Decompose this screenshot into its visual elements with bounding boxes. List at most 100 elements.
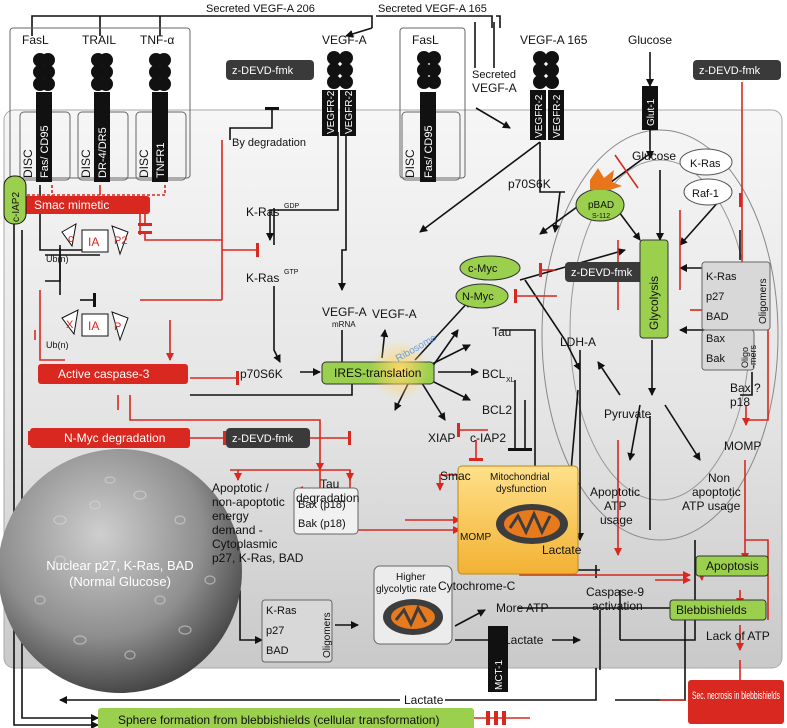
blebbishield-sphere <box>0 449 242 693</box>
tau-degradation-2: degradation <box>296 491 359 505</box>
lack-of-atp: Lack of ATP <box>706 629 770 643</box>
higher-glycolytic-icon <box>373 565 453 645</box>
olig-bad-2: BAD <box>266 645 289 657</box>
ligand-trail: TRAIL <box>82 33 116 47</box>
gdp-sup: GDP <box>284 203 300 210</box>
bax: Bax <box>706 333 725 345</box>
ligand-vegfa: VEGF-A <box>322 33 367 47</box>
demand-3: energy <box>212 509 249 523</box>
zdevd-3: z-DEVD-fmk <box>571 267 633 279</box>
olig-kras-2: K-Ras <box>266 605 297 617</box>
vegfa-mid: VEGF-A <box>372 307 417 321</box>
gtp-sup: GTP <box>284 269 299 276</box>
raf1: Raf-1 <box>692 188 719 200</box>
iap-c: c <box>68 233 74 245</box>
receptor-vegfr2-c: VEGFR-2 <box>534 94 545 138</box>
pbad-site: S-112 <box>592 213 610 220</box>
cytochrome-c: Cytochrome-C <box>438 579 516 593</box>
ubn-2: Ub(n) <box>46 340 69 350</box>
ciap2-left: c-IAP2 <box>11 192 22 222</box>
ires-translation[interactable]: IRES-translation <box>334 366 421 380</box>
tau-degradation-1: Tau <box>320 477 339 491</box>
glut1: Glut-1 <box>646 98 657 126</box>
bax-right-1: Bax <box>730 381 751 395</box>
pbad: pBAD <box>588 200 614 211</box>
receptor-vegfr2-d: VEGFR-2 <box>552 94 563 138</box>
bax-right-2: p18 <box>730 395 750 409</box>
higher-gly-2: glycolytic rate <box>376 584 437 595</box>
cmyc: c-Myc <box>468 263 498 275</box>
ubn-1: Ub(n) <box>46 254 69 264</box>
oligomers-label: Oligomers <box>758 278 769 324</box>
xl-sub: XL <box>506 377 515 384</box>
olig-p27-2: p27 <box>266 625 284 637</box>
iap-p2: P2 <box>114 235 127 247</box>
mct1: MCT-1 <box>494 660 505 690</box>
glycolysis: Glycolysis <box>647 276 661 330</box>
nmyc-degradation: N-Myc degradation <box>64 431 165 445</box>
ciap-complex <box>61 223 129 256</box>
glucose-top: Glucose <box>628 33 672 47</box>
receptor-dr: DR-4/DR5 <box>97 127 109 178</box>
oligo: Oligo <box>740 347 750 368</box>
bak-p18: Bak (p18) <box>298 518 346 530</box>
disc-1: DISC <box>21 149 35 178</box>
receptor-fas: Fas/ CD95 <box>39 125 51 178</box>
ligand-vegfa165: VEGF-A 165 <box>520 33 588 47</box>
ligand-fasl: FasL <box>22 33 49 47</box>
cytoplasm-ellipse <box>541 129 779 541</box>
caspase9-1: Caspase-9 <box>586 585 644 599</box>
more-atp: More ATP <box>496 601 548 615</box>
momp-box: MOMP <box>460 532 491 543</box>
mitochondrion-icon <box>496 504 568 544</box>
sphere-formation: Sphere formation from blebbishields (cel… <box>118 713 439 727</box>
zdevd-1: z-DEVD-fmk <box>232 65 294 77</box>
iap-p: P <box>114 321 121 333</box>
bak: Bak <box>706 353 725 365</box>
ligand-fasl-2: FasL <box>412 33 439 47</box>
sphere-text-2: (Normal Glucose) <box>69 574 171 589</box>
xiap: XIAP <box>428 431 455 445</box>
ciap2-out: c-IAP2 <box>470 431 506 445</box>
ligand-tnfa: TNF-α <box>140 33 174 47</box>
bcl2: BCL2 <box>482 403 512 417</box>
mct1-bar <box>488 626 508 692</box>
secreted-vegfa206: Secreted VEGF-A 206 <box>206 3 315 15</box>
iap-ia-2: IA <box>88 319 99 333</box>
non-apoptotic-2: apoptotic <box>692 485 741 499</box>
ldha: LDH-A <box>560 335 596 349</box>
momp-right: MOMP <box>724 439 761 453</box>
kras-right: K-Ras <box>690 158 721 170</box>
question-mark: ? <box>754 381 761 395</box>
active-caspase3: Active caspase-3 <box>58 367 150 381</box>
apoptotic-atp-3: usage <box>600 513 633 527</box>
disc-4: DISC <box>403 149 417 178</box>
connections-black <box>13 15 753 728</box>
secreted-vegfa-line1: Secreted <box>472 69 516 81</box>
p70s6k: p70S6K <box>240 367 283 381</box>
sphere-text-1: Nuclear p27, K-Ras, BAD <box>46 558 193 573</box>
higher-gly-1: Higher <box>396 572 426 583</box>
demand-5: Cytoplasmic <box>212 537 277 551</box>
ligand-balls <box>33 51 559 91</box>
box-shapes <box>3 60 784 728</box>
apoptosis: Apoptosis <box>706 559 759 573</box>
lactate-low: Lactate <box>504 633 544 647</box>
kras-gdp: K-Ras <box>246 205 279 219</box>
olig-bad: BAD <box>706 311 729 323</box>
iap-x: X <box>66 319 74 331</box>
demand-1: Apoptotic / <box>212 481 269 495</box>
receptor-fas-2: Fas/ CD95 <box>423 125 435 178</box>
receptor-tnfr1: TNFR1 <box>155 143 167 178</box>
olig-p27: p27 <box>706 291 724 303</box>
receptor-vegfr2-b: VEGFR-2 <box>344 90 355 134</box>
demand-4: demand - <box>212 523 263 537</box>
demand-6: p27, K-Ras, BAD <box>212 551 304 565</box>
receptor-bars <box>36 86 658 692</box>
zdevd-2: z-DEVD-fmk <box>699 65 761 77</box>
mito-dysfunction-1: Mitochondrial <box>490 472 549 483</box>
secreted-vegfa165: Secreted VEGF-A 165 <box>378 3 487 15</box>
olig-kras: K-Ras <box>706 271 737 283</box>
xiap-complex <box>61 309 129 342</box>
